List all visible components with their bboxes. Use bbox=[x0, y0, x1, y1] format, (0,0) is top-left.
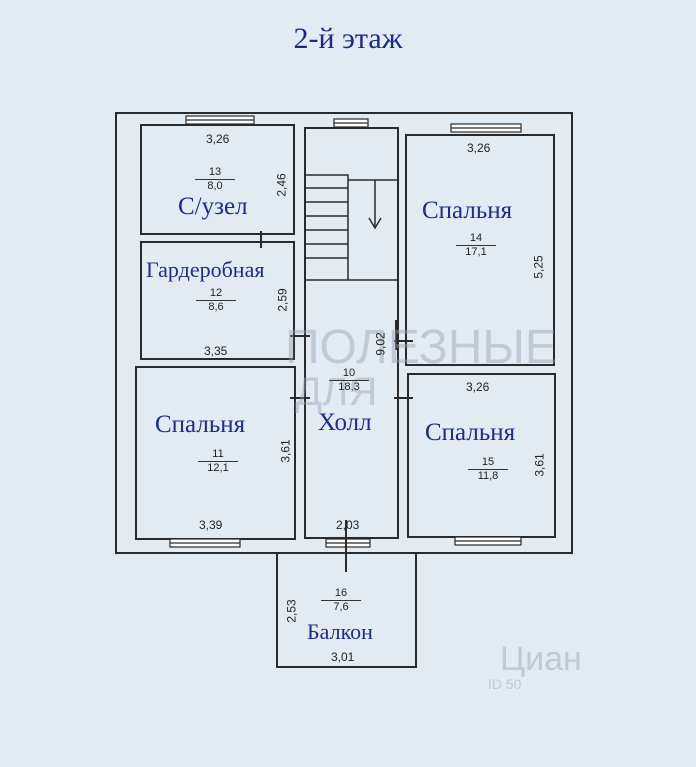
hall-name: Холл bbox=[318, 409, 372, 436]
bedroom-left-height: 3,61 bbox=[278, 439, 293, 463]
bath-name: С/узел bbox=[178, 193, 248, 220]
bedroom-right-number: 15 bbox=[468, 456, 508, 470]
bedroom-right-area: 11,8 bbox=[477, 470, 499, 482]
window-icon bbox=[325, 538, 371, 548]
bedroom-left-number-area: 11 12,1 bbox=[198, 448, 238, 474]
bath-number-area: 13 8,0 bbox=[195, 166, 235, 192]
bedroom-top-height: 5,25 bbox=[531, 255, 546, 279]
outer-wall bbox=[115, 112, 573, 554]
balcony-outline bbox=[276, 553, 417, 668]
balcony-height: 2,53 bbox=[284, 599, 299, 623]
watermark-cian-id: ID 50 bbox=[488, 676, 522, 692]
bedroom-right-name: Спальня bbox=[425, 419, 516, 446]
hall-area: 18,3 bbox=[338, 381, 360, 393]
watermark-cian: Циан bbox=[500, 640, 582, 678]
wardrobe-name: Гардеробная bbox=[146, 257, 265, 282]
hall-height: 9,02 bbox=[373, 332, 388, 356]
wardrobe-number-area: 12 8,6 bbox=[196, 287, 236, 313]
bedroom-top-name: Спальня bbox=[422, 197, 513, 224]
bedroom-left-name: Спальня bbox=[155, 411, 246, 438]
bath-area: 8,0 bbox=[207, 180, 223, 192]
wardrobe-width: 3,35 bbox=[204, 344, 228, 358]
bath-number: 13 bbox=[195, 166, 235, 180]
bedroom-top-number: 14 bbox=[456, 232, 496, 246]
balcony-width: 3,01 bbox=[331, 650, 355, 664]
bedroom-left-number: 11 bbox=[198, 448, 238, 462]
wardrobe-height: 2,59 bbox=[275, 288, 290, 312]
wardrobe-area: 8,6 bbox=[208, 301, 224, 313]
bedroom-top-number-area: 14 17,1 bbox=[456, 232, 496, 258]
watermark-text: ДЛЯ bbox=[295, 370, 378, 414]
watermark-text: ПОЛЕЗНЫЕ bbox=[285, 321, 557, 374]
balcony-area: 7,6 bbox=[333, 601, 349, 613]
room-bedroom-top-outline bbox=[405, 134, 555, 366]
wardrobe-number: 12 bbox=[196, 287, 236, 301]
bedroom-top-width: 3,26 bbox=[467, 141, 491, 155]
balcony-number: 16 bbox=[321, 587, 361, 601]
bath-height: 2,46 bbox=[274, 173, 289, 197]
hall-number-area: 10 18,3 bbox=[329, 367, 369, 393]
balcony-number-area: 16 7,6 bbox=[321, 587, 361, 613]
bedroom-top-area: 17,1 bbox=[465, 246, 487, 258]
bedroom-right-width: 3,26 bbox=[466, 380, 490, 394]
bath-width: 3,26 bbox=[206, 132, 230, 146]
window-icon bbox=[169, 538, 241, 548]
room-wardrobe-outline bbox=[140, 241, 295, 360]
floor-title: 2-й этаж bbox=[293, 22, 403, 55]
bedroom-right-height: 3,61 bbox=[532, 453, 547, 477]
staircase-icon bbox=[306, 174, 397, 281]
balcony-name: Балкон bbox=[307, 619, 373, 644]
door-marks bbox=[260, 231, 413, 572]
room-bath-outline bbox=[140, 124, 295, 235]
bedroom-left-area: 12,1 bbox=[207, 462, 229, 474]
window-icon bbox=[185, 115, 255, 125]
room-hall-outline bbox=[304, 127, 399, 539]
window-icon bbox=[450, 123, 522, 133]
bedroom-right-number-area: 15 11,8 bbox=[468, 456, 508, 482]
hall-number: 10 bbox=[329, 367, 369, 381]
window-icon bbox=[333, 118, 369, 128]
hall-width: 2,03 bbox=[336, 518, 360, 532]
bedroom-left-width: 3,39 bbox=[199, 518, 223, 532]
window-icon bbox=[454, 536, 522, 546]
